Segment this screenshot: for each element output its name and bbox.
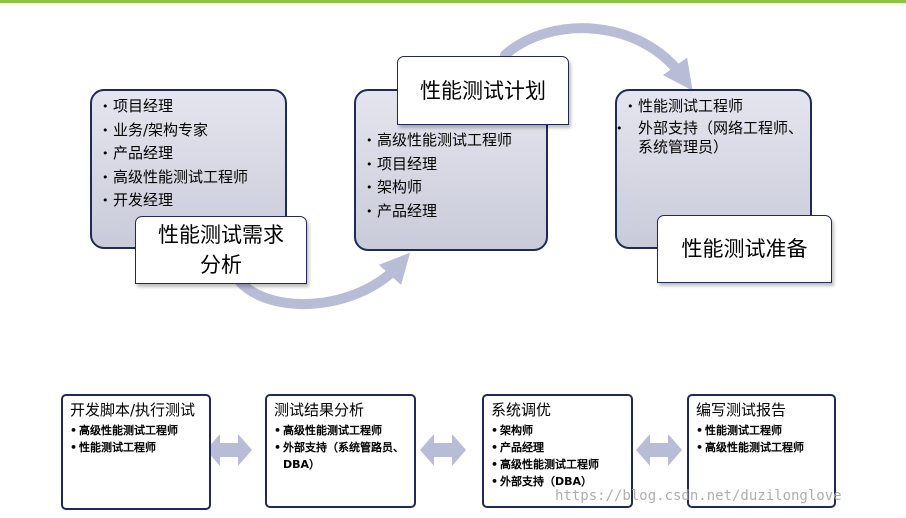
double-arrow-1-icon	[206, 434, 252, 466]
list-item: 高级性能测试工程师	[491, 456, 625, 473]
list-item: 开发经理	[102, 189, 279, 213]
list-item: 高级性能测试工程师	[102, 166, 279, 190]
list-item: 高级性能测试工程师	[70, 422, 203, 439]
list-item: 高级性能测试工程师	[274, 422, 408, 439]
list-item: 高级性能测试工程师	[696, 439, 828, 456]
phase-title-preparation: 性能测试准备	[657, 215, 832, 283]
list-item: 产品经理	[491, 439, 625, 456]
list-item: 高级性能测试工程师	[366, 129, 540, 153]
step-title: 编写测试报告	[696, 401, 787, 419]
phase-roles-list: 性能测试工程师 外部支持（网络工程师、系统管理员）	[627, 95, 804, 157]
list-item: 外部支持（系统管路员、DBA）	[274, 439, 408, 473]
list-item: 产品经理	[102, 142, 279, 166]
double-arrow-3-icon	[636, 434, 682, 466]
list-item: 架构师	[491, 422, 625, 439]
list-item: 外部支持（网络工程师、系统管理员）	[627, 119, 804, 157]
step-box-result-analysis: 测试结果分析 高级性能测试工程师 外部支持（系统管路员、DBA）	[265, 394, 416, 508]
list-item: 性能测试工程师	[70, 439, 203, 456]
step-title: 测试结果分析	[274, 401, 365, 419]
top-accent-line	[0, 0, 906, 3]
phase-roles-list: 高级性能测试工程师 项目经理 架构师 产品经理	[366, 129, 540, 223]
list-item: 外部支持（DBA）	[491, 473, 625, 490]
list-item: 性能测试工程师	[696, 422, 828, 439]
list-item: 项目经理	[366, 153, 540, 177]
watermark-url: https://blog.csdn.net/duzilonglove	[555, 488, 842, 504]
curved-arrow-1-icon	[235, 252, 411, 310]
phase-title-plan: 性能测试计划	[397, 56, 569, 125]
list-item: 业务/架构专家	[102, 119, 279, 143]
step-roles-list: 性能测试工程师 高级性能测试工程师	[696, 422, 828, 456]
curved-arrow-2-icon	[500, 23, 693, 91]
list-item: 产品经理	[366, 200, 540, 224]
step-roles-list: 架构师 产品经理 高级性能测试工程师 外部支持（DBA）	[491, 422, 625, 490]
step-box-write-report: 编写测试报告 性能测试工程师 高级性能测试工程师	[687, 394, 836, 508]
step-roles-list: 高级性能测试工程师 性能测试工程师	[70, 422, 203, 456]
step-roles-list: 高级性能测试工程师 外部支持（系统管路员、DBA）	[274, 422, 408, 473]
double-arrow-2-icon	[420, 434, 466, 466]
phase-roles-list: 项目经理 业务/架构专家 产品经理 高级性能测试工程师 开发经理	[102, 95, 279, 213]
step-box-script-execution: 开发脚本/执行测试 高级性能测试工程师 性能测试工程师	[61, 394, 211, 510]
step-title: 系统调优	[491, 401, 552, 419]
list-item: 性能测试工程师	[627, 95, 804, 119]
step-box-system-tuning: 系统调优 架构师 产品经理 高级性能测试工程师 外部支持（DBA）	[482, 394, 633, 508]
phase-title-requirements: 性能测试需求 分析	[135, 216, 307, 284]
list-item: 架构师	[366, 176, 540, 200]
list-item: 项目经理	[102, 95, 279, 119]
step-title: 开发脚本/执行测试	[70, 401, 196, 419]
